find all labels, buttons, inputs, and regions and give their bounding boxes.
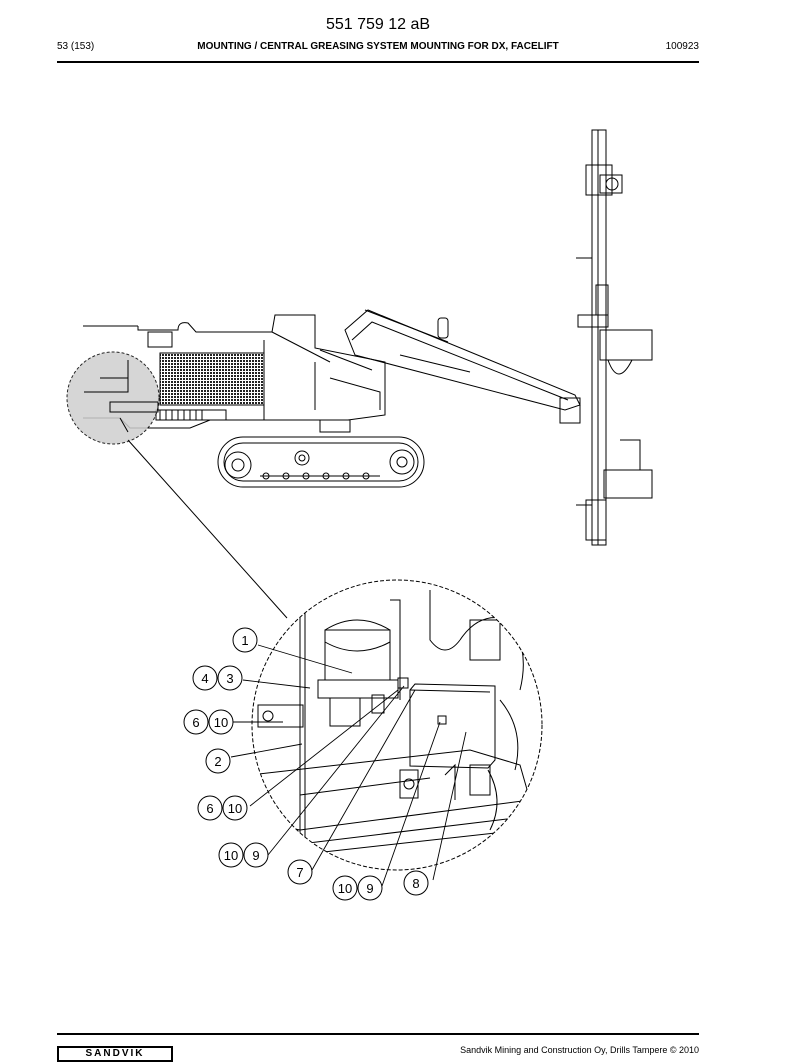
callout-label: 9	[252, 848, 259, 863]
callout-2: 2	[205, 748, 231, 774]
document-number: 551 759 12 aB	[325, 16, 431, 33]
callout-10a: 10	[208, 709, 234, 735]
callout-label: 4	[201, 671, 208, 686]
callout-6a: 6	[183, 709, 209, 735]
date-code: 100923	[665, 41, 699, 52]
callout-label: 7	[296, 865, 303, 880]
drill-rig-side-view	[66, 129, 653, 619]
callout-label: 10	[224, 848, 238, 863]
callout-label: 10	[338, 881, 352, 896]
callout-6b: 6	[197, 795, 223, 821]
callout-10d: 10	[332, 875, 358, 901]
callout-label: 3	[226, 671, 233, 686]
callout-1: 1	[232, 627, 258, 653]
section-title: MOUNTING / CENTRAL GREASING SYSTEM MOUNT…	[197, 41, 559, 52]
callout-7: 7	[287, 859, 313, 885]
callout-label: 6	[206, 801, 213, 816]
callout-4: 4	[192, 665, 218, 691]
header-rule	[57, 61, 699, 63]
copyright-notice: Sandvik Mining and Construction Oy, Dril…	[460, 1045, 699, 1055]
detail-view	[251, 579, 543, 871]
callout-label: 2	[214, 754, 221, 769]
callout-label: 6	[192, 715, 199, 730]
callout-label: 10	[214, 715, 228, 730]
callout-10b: 10	[222, 795, 248, 821]
footer-rule	[57, 1033, 699, 1035]
callout-9a: 9	[243, 842, 269, 868]
callout-label: 1	[241, 633, 248, 648]
callout-3: 3	[217, 665, 243, 691]
sandvik-logo: SANDVIK	[57, 1046, 173, 1062]
callout-label: 9	[366, 881, 373, 896]
page-reference: 53 (153)	[57, 41, 95, 52]
callout-10c: 10	[218, 842, 244, 868]
callout-balloons: 1 4 3 6 10 2 6 10 10 9 7 10 9 8	[183, 627, 429, 901]
callout-label: 10	[228, 801, 242, 816]
callout-leaders	[230, 644, 467, 887]
callout-9b: 9	[357, 875, 383, 901]
callout-label: 8	[412, 876, 419, 891]
callout-8: 8	[403, 870, 429, 896]
